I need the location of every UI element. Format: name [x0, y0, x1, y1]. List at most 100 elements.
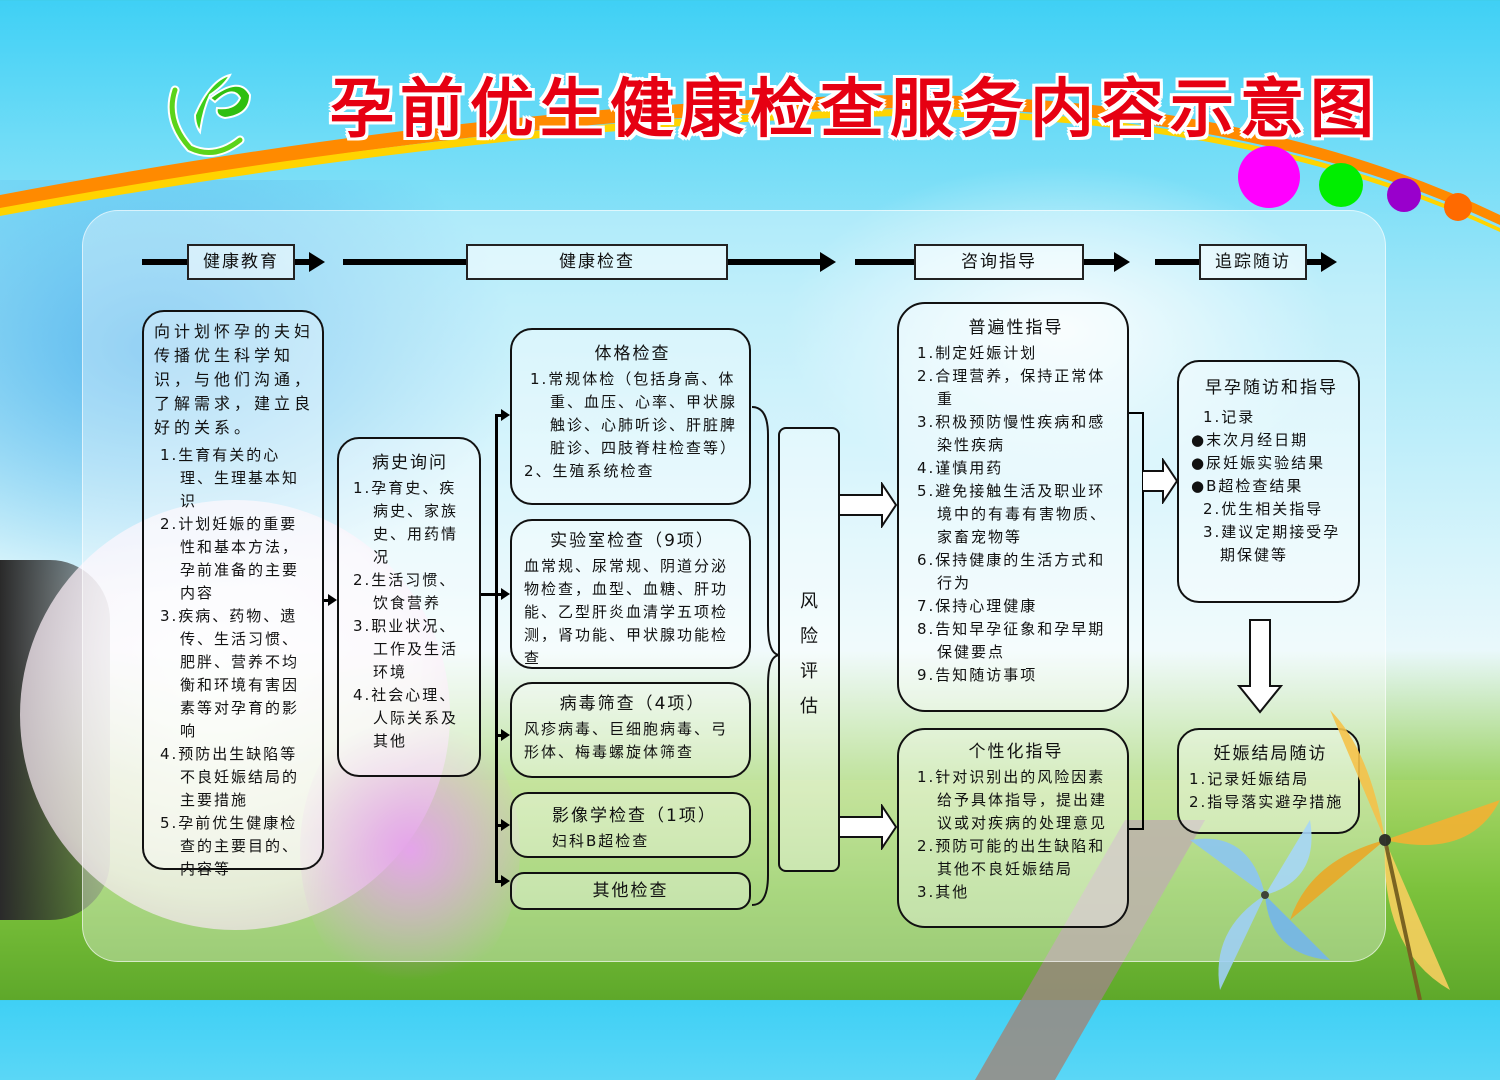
lab-exam-text: 血常规、尿常规、阴道分泌物检查，血型、血糖、肝功能、乙型肝炎血清学五项检测，肾功… [524, 557, 729, 667]
risk-assessment-box: 风 险 评 估 [778, 427, 840, 872]
imaging-exam-text: 妇科B超检查 [552, 832, 650, 850]
stage-health-check: 健康检查 [466, 244, 728, 280]
personal-guidance-item: 3.其他 [917, 883, 970, 901]
arrow-right-icon [820, 252, 836, 272]
stage-follow-up: 追踪随访 [1199, 244, 1307, 280]
connector-trunk [1142, 412, 1144, 830]
arrow-right-icon [309, 252, 325, 272]
purple-blur-background [300, 700, 520, 1000]
connector-trunk [495, 414, 498, 882]
arrow-right-icon [501, 729, 510, 741]
history-item: 2.生活习惯、饮食营养 [353, 571, 457, 612]
general-guidance-box: 普遍性指导 1.制定妊娠计划 2.合理营养，保持正常体重 3.积极预防慢性疾病和… [897, 302, 1129, 712]
early-followup-bullet: ●末次月经日期 [1191, 431, 1309, 449]
early-followup-bullet: ●B超检查结果 [1191, 477, 1304, 495]
education-item: 2.计划妊娠的重要性和基本方法，孕前准备的主要内容 [160, 515, 300, 602]
physical-exam-item: 2、生殖系统检查 [524, 462, 655, 480]
stage-line [728, 259, 820, 265]
general-guidance-item: 5.避免接触生活及职业环境中的有毒有害物质、家畜宠物等 [917, 482, 1108, 546]
stage-line [1155, 259, 1199, 265]
general-guidance-item: 2.合理营养，保持正常体重 [917, 367, 1106, 408]
general-guidance-item: 9.告知随访事项 [917, 666, 1038, 684]
early-followup-line: 2.优生相关指导 [1203, 500, 1324, 518]
general-guidance-item: 1.制定妊娠计划 [917, 344, 1038, 362]
connector-line [481, 593, 497, 596]
connector-line [1129, 412, 1143, 414]
virus-screening-box: 病毒筛查（4项） 风疹病毒、巨细胞病毒、弓形体、梅毒螺旋体筛查 [510, 682, 751, 778]
history-item: 3.职业状况、工作及生活环境 [353, 617, 459, 681]
decor-dot-purple [1387, 178, 1421, 212]
hollow-arrow-right-icon [840, 482, 898, 528]
stage-line [343, 259, 466, 265]
personal-guidance-item: 1.针对识别出的风险因素给予具体指导，提出建议或对疾病的处理意见 [917, 768, 1108, 832]
education-item: 5.孕前优生健康检查的主要目的、内容等 [160, 814, 300, 878]
outcome-followup-item: 2.指导落实避孕措施 [1189, 793, 1344, 811]
history-title: 病史询问 [372, 453, 448, 473]
early-followup-line: 1.记录 [1203, 408, 1256, 426]
general-guidance-item: 7.保持心理健康 [917, 597, 1038, 615]
imaging-exam-box: 影像学检查（1项） 妇科B超检查 [510, 792, 751, 858]
early-followup-box: 早孕随访和指导 1.记录 ●末次月经日期 ●尿妊娠实验结果 ●B超检查结果 2.… [1177, 360, 1360, 603]
connector-line [324, 599, 328, 602]
general-guidance-item: 6.保持健康的生活方式和行为 [917, 551, 1106, 592]
physical-exam-title: 体格检查 [594, 344, 671, 364]
stage-line [142, 259, 187, 265]
connector-line [1129, 828, 1143, 830]
stage-health-education: 健康教育 [187, 244, 295, 280]
connector-line [495, 880, 501, 883]
arrow-right-icon [1114, 252, 1130, 272]
education-item: 4.预防出生缺陷等不良妊娠结局的主要措施 [160, 745, 300, 809]
personal-guidance-item: 2.预防可能的出生缺陷和其他不良妊娠结局 [917, 837, 1106, 878]
education-box: 向计划怀孕的夫妇 传播优生科学知 识，与他们沟通， 了解需求，建立良 好的关系。… [142, 310, 324, 878]
curly-brace [751, 406, 781, 906]
outcome-followup-item: 1.记录妊娠结局 [1189, 770, 1310, 788]
medical-history-box: 病史询问 1.孕育史、疾病史、家族史、用药情况 2.生活习惯、饮食营养 3.职业… [337, 437, 481, 777]
general-guidance-item: 8.告知早孕征象和孕早期保健要点 [917, 620, 1106, 661]
connector-line [495, 734, 501, 737]
general-guidance-item: 4.谨慎用药 [917, 459, 1004, 477]
personal-guidance-title: 个性化指导 [968, 742, 1064, 762]
early-followup-line: 期保健等 [1203, 546, 1289, 564]
imaging-exam-title: 影像学检查（1项） [552, 806, 717, 826]
connector-line [495, 593, 501, 596]
general-guidance-item: 3.积极预防慢性疾病和感染性疾病 [917, 413, 1106, 454]
stage-line [1307, 259, 1321, 265]
stage-line [295, 259, 309, 265]
family-planning-wreath-logo-icon [167, 73, 252, 157]
lab-exam-title: 实验室检查（9项） [550, 531, 715, 551]
arrow-right-icon [501, 409, 510, 421]
hollow-arrow-right-icon [840, 804, 898, 850]
virus-screening-title: 病毒筛查（4项） [559, 694, 706, 714]
virus-screening-text: 风疹病毒、巨细胞病毒、弓形体、梅毒螺旋体筛查 [524, 720, 729, 761]
early-followup-title: 早孕随访和指导 [1205, 378, 1338, 398]
outcome-followup-box: 妊娠结局随访 1.记录妊娠结局 2.指导落实避孕措施 [1177, 728, 1360, 834]
lab-exam-box: 实验室检查（9项） 血常规、尿常规、阴道分泌物检查，血型、血糖、肝功能、乙型肝炎… [510, 519, 751, 669]
arrow-right-icon [328, 594, 337, 606]
education-item: 3.疾病、药物、遗传、生活习惯、肥胖、营养不均衡和环境有害因素等对孕育的影响 [160, 607, 300, 740]
other-exam-title: 其他检查 [592, 881, 669, 901]
pinwheel-decoration-icon [1190, 710, 1500, 1000]
early-followup-bullet: ●尿妊娠实验结果 [1191, 454, 1326, 472]
history-item: 1.孕育史、疾病史、家族史、用药情况 [353, 479, 459, 566]
arrow-right-icon [501, 819, 510, 831]
hollow-arrow-down-icon [1237, 619, 1283, 714]
stage-line [1084, 259, 1114, 265]
education-item: 1.生育有关的心理、生理基本知识 [160, 446, 300, 510]
outcome-followup-title: 妊娠结局随访 [1213, 744, 1328, 764]
education-intro: 向计划怀孕的夫妇 传播优生科学知 识，与他们沟通， 了解需求，建立良 好的关系。 [154, 322, 315, 437]
decor-dot-orange [1444, 193, 1472, 221]
decor-dot-green [1319, 163, 1363, 207]
history-item: 4.社会心理、人际关系及其他 [353, 686, 459, 750]
physical-exam-item: 1.常规体检（包括身高、体重、血压、心率、甲状腺触诊、心肺听诊、肝脏脾脏诊、四肢… [530, 370, 738, 457]
personal-guidance-box: 个性化指导 1.针对识别出的风险因素给予具体指导，提出建议或对疾病的处理意见 2… [897, 728, 1129, 928]
physical-exam-box: 体格检查 1.常规体检（包括身高、体重、血压、心率、甲状腺触诊、心肺听诊、肝脏脾… [510, 328, 751, 505]
arrow-right-icon [1321, 252, 1337, 272]
hollow-arrow-right-icon [1143, 458, 1179, 504]
general-guidance-title: 普遍性指导 [968, 318, 1064, 338]
arrow-right-icon [501, 875, 510, 887]
arrow-right-icon [501, 588, 510, 600]
stage-line [855, 259, 914, 265]
decor-dot-magenta [1238, 146, 1300, 208]
stage-consultation: 咨询指导 [914, 244, 1084, 280]
other-exam-box: 其他检查 [510, 872, 751, 910]
